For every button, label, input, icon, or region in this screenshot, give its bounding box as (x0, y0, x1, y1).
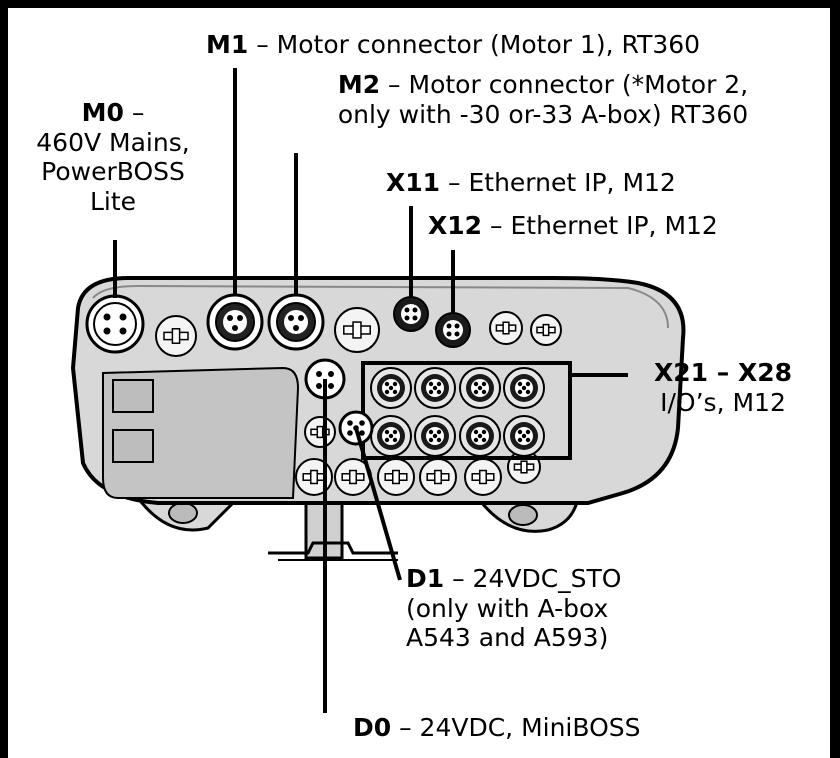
diagram-panel: M0 – 460V Mains, PowerBOSS Lite M1 – Mot… (8, 8, 830, 758)
housing-lip (92, 284, 669, 329)
m1-id: M1 (206, 30, 249, 59)
io-connector (459, 367, 501, 409)
d1-id: D1 (406, 564, 445, 593)
m0-line-2: PowerBOSS (41, 157, 185, 186)
d1-leader (354, 427, 402, 581)
d1-desc: – 24VDC_STO (444, 564, 622, 593)
m0-dash: – (123, 98, 145, 127)
io-connector (414, 415, 456, 457)
io-connector (503, 367, 545, 409)
x12-id: X12 (428, 211, 483, 240)
screw-cap (334, 307, 380, 353)
m0-label: M0 – 460V Mains, PowerBOSS Lite (13, 98, 213, 216)
d1-line-3: A543 and A593) (406, 623, 609, 652)
x11-id: X11 (386, 168, 441, 197)
io-connector (370, 367, 412, 409)
m0-line-1: 460V Mains, (36, 127, 190, 157)
x11-label: X11 – Ethernet IP, M12 (386, 168, 676, 198)
screw-cap (530, 314, 562, 346)
d0-id: D0 (353, 713, 392, 742)
screw-cap (419, 458, 457, 496)
m1-connector (206, 293, 264, 351)
x12-connector (435, 312, 471, 348)
io-connector (414, 367, 456, 409)
x21-x28-id: X21 – X28 (653, 358, 793, 387)
label-plate-top (112, 379, 154, 413)
d1-label: D1 – 24VDC_STO (only with A-box A543 and… (406, 564, 622, 653)
m2-line-2: only with -30 or-33 A-box) RT360 (337, 99, 749, 129)
m0-line-3: Lite (89, 186, 137, 216)
m0-id: M0 (81, 98, 124, 127)
d0-desc: – 24VDC, MiniBOSS (391, 713, 641, 742)
io-connector (459, 415, 501, 457)
x21-x28-bracket (361, 361, 572, 460)
screw-caps (155, 307, 562, 496)
m0-connector (85, 294, 145, 354)
m2-id: M2 (337, 70, 381, 99)
io-connector (370, 415, 412, 457)
io-connector (503, 415, 545, 457)
screw-cap (464, 458, 502, 496)
label-plate-bottom (112, 429, 154, 463)
screw-cap (334, 458, 372, 496)
m2-desc: – Motor connector (*Motor 2, (380, 70, 749, 99)
d0-label: D0 – 24VDC, MiniBOSS (353, 713, 641, 743)
screw-cap (377, 458, 415, 496)
d1-line-2: (only with A-box (406, 593, 609, 623)
screw-cap (304, 416, 336, 448)
x12-label: X12 – Ethernet IP, M12 (428, 211, 718, 241)
x12-desc: – Ethernet IP, M12 (482, 211, 718, 240)
connector-diagram (70, 68, 686, 713)
x21-x28-label: X21 – X28 I/O’s, M12 (628, 358, 818, 417)
x21-x28-connectors (370, 367, 545, 457)
m1-desc: – Motor connector (Motor 1), RT360 (248, 30, 701, 59)
x21-x28-desc: I/O’s, M12 (660, 387, 786, 417)
x11-connector (393, 296, 429, 332)
m1-label: M1 – Motor connector (Motor 1), RT360 (206, 30, 700, 60)
screw-cap (155, 315, 197, 357)
screw-cap (489, 311, 523, 345)
x11-desc: – Ethernet IP, M12 (440, 168, 676, 197)
m2-connector (267, 293, 325, 351)
m2-label: M2 – Motor connector (*Motor 2, only wit… (263, 70, 823, 129)
